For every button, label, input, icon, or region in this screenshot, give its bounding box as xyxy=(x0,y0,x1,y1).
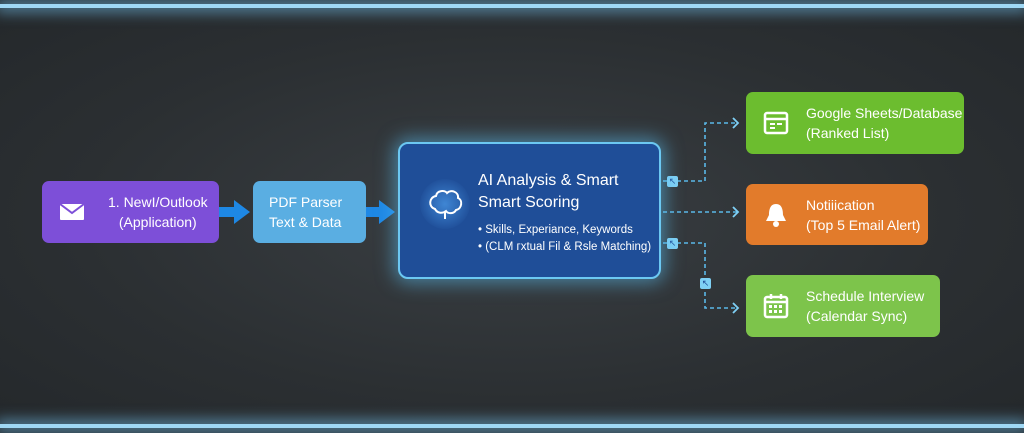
email-step-box: 1. NewI/Outlook (Application) xyxy=(42,181,219,243)
ai-analysis-box: AI Analysis & Smart Smart Scoring • Skil… xyxy=(398,142,661,279)
arrow-email-to-parser xyxy=(219,200,250,224)
calendar-output-subtitle: (Calendar Sync) xyxy=(806,308,908,324)
parser-step-subtitle: Text & Data xyxy=(269,214,342,230)
parser-step-title: PDF Parser xyxy=(269,194,343,210)
ai-title-line2: Smart Scoring xyxy=(478,194,580,211)
ai-title-line1: AI Analysis & Smart xyxy=(478,172,619,189)
sheets-output-box: Google Sheets/Database (Ranked List) xyxy=(746,92,964,154)
email-step-subtitle: (Application) xyxy=(118,214,197,230)
notification-output-title: Notiiication xyxy=(806,196,875,213)
ai-bullet: • (CLM гxtual Fil & Rsle Matching) xyxy=(478,241,652,253)
bottom-glow-border xyxy=(0,424,1024,428)
calendar-output-title: Schedule Interview xyxy=(806,288,925,304)
connector-node-icon: ↖ xyxy=(700,278,711,289)
top-glow-border xyxy=(0,4,1024,8)
connector-node-icon: ↖ xyxy=(667,176,678,187)
sheets-output-subtitle: (Ranked List) xyxy=(806,125,890,141)
email-step-title: 1. NewI/Outlook xyxy=(108,194,208,210)
calendar-output-box: Schedule Interview (Calendar Sync) xyxy=(746,275,940,337)
bell-icon xyxy=(746,202,806,228)
connector-node-icon: ↖ xyxy=(667,238,678,249)
brain-icon xyxy=(420,179,470,229)
parser-step-box: PDF Parser Text & Data xyxy=(253,181,366,243)
notification-output-box: Notiiication (Top 5 Email Alert) xyxy=(746,184,928,245)
calendar-icon xyxy=(746,293,806,319)
envelope-icon xyxy=(42,203,102,221)
connector-to-calendar xyxy=(663,242,738,309)
arrow-parser-to-ai xyxy=(366,200,395,224)
connector-to-sheets xyxy=(663,122,738,182)
notification-output-subtitle: (Top 5 Email Alert) xyxy=(806,216,921,233)
ai-bullet: • Skills, Experiance, Keywords xyxy=(478,224,633,236)
spreadsheet-icon xyxy=(746,111,806,135)
sheets-output-title: Google Sheets/Database xyxy=(806,105,963,121)
